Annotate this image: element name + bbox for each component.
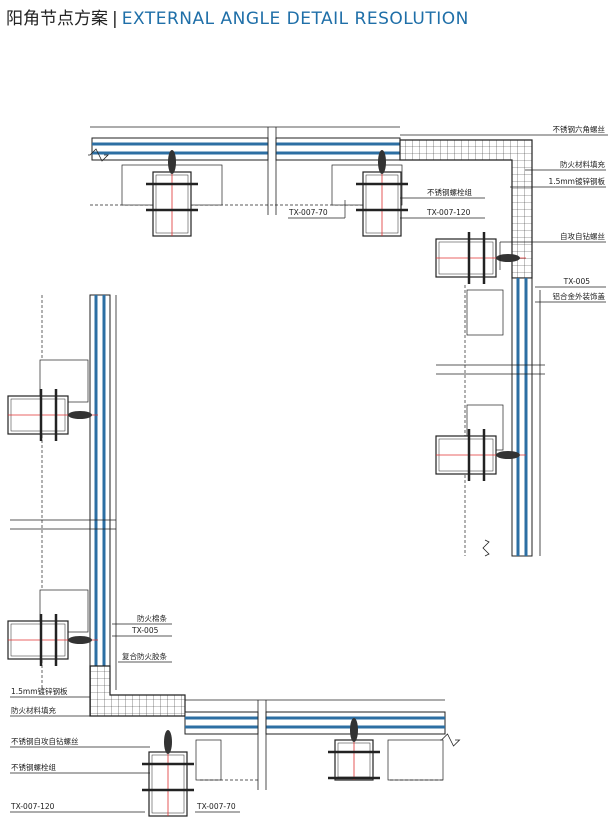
label-bolt-group-bottom: 不锈钢螺栓组 [11, 762, 56, 772]
label-tx-007-120: TX-007-120 [426, 208, 471, 217]
label-tx-007-70-bottom: TX-007-70 [196, 802, 236, 811]
label-self-drill-screw: 自攻自钻螺丝 [560, 231, 605, 241]
page-title: 阳角节点方案|EXTERNAL ANGLE DETAIL RESOLUTION [6, 4, 469, 29]
label-fire-fill: 防火材料填充 [560, 159, 605, 169]
connector-clip [168, 150, 176, 174]
frame-band [184, 711, 259, 735]
panel-block [39, 359, 89, 403]
label-tx-007-70: TX-007-70 [288, 208, 328, 217]
annotations-top [288, 134, 608, 303]
panel-block [387, 739, 444, 781]
panel-block [195, 739, 222, 781]
frame-band [511, 277, 533, 557]
frame-band [91, 137, 269, 161]
label-fire-fill-bottom: 防火材料填充 [11, 705, 56, 715]
title-cn: 阳角节点方案 [6, 9, 108, 29]
label-fire-gasket: 复合防火胶条 [122, 651, 167, 661]
connector-clip [378, 150, 386, 174]
annotations-bottom [10, 623, 240, 813]
fire-insulation [89, 665, 186, 717]
label-steel-plate-bottom: 1.5mm镀锌钢板 [11, 686, 68, 696]
frame-band [89, 294, 111, 667]
label-steel-plate: 1.5mm镀锌钢板 [548, 176, 605, 186]
break-line [482, 539, 490, 557]
break-line [88, 148, 109, 162]
label-fire-strip: 防火棉条 [137, 613, 167, 623]
connector-clip [164, 730, 172, 754]
title-separator: | [112, 9, 118, 29]
label-tx-007-120-bottom: TX-007-120 [10, 802, 55, 811]
label-tx-005-bottom: TX-005 [131, 626, 159, 635]
panel-block [466, 289, 504, 336]
connector-clip [68, 411, 92, 419]
drawing-shapes [7, 126, 545, 817]
label-ss-self-drill: 不锈钢自攻自钻螺丝 [11, 736, 79, 746]
title-en: EXTERNAL ANGLE DETAIL RESOLUTION [121, 9, 469, 29]
connector-clip [496, 254, 520, 262]
connector-clip [350, 718, 358, 742]
connector-clip [68, 636, 92, 644]
label-hex-screw: 不锈钢六角螺丝 [553, 124, 606, 134]
break-line [440, 733, 461, 747]
label-cover: 铝合金外装饰盖 [553, 291, 606, 301]
label-tx-005: TX-005 [563, 277, 591, 286]
connector-clip [496, 451, 520, 459]
label-bolt-group: 不锈钢螺栓组 [427, 187, 472, 197]
